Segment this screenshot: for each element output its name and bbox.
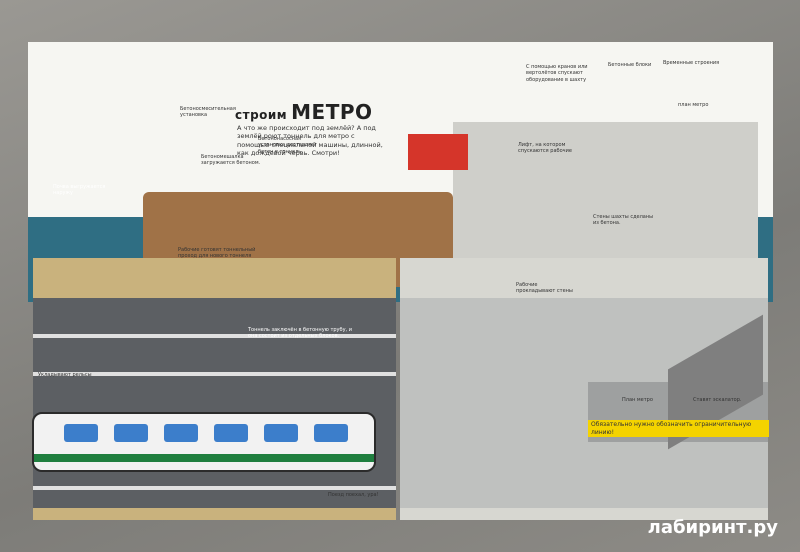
train-window (114, 424, 148, 442)
train-window (64, 424, 98, 442)
rail-bottom (33, 486, 396, 490)
label-concrete-mixer: Бетономешалка загружается бетоном. (201, 154, 261, 167)
label-concrete-plant: Бетоносмесительная установка (180, 106, 236, 119)
train-window (314, 424, 348, 442)
title-prefix: строим (235, 108, 288, 122)
tunnel-left (33, 298, 396, 508)
train-window (264, 424, 298, 442)
label-escalator: Ставят эскалатор. (693, 397, 742, 403)
label-elevator: Лифт, на котором спускаются рабочие (518, 142, 572, 155)
label-concrete-pump: Бетононасосная установка доставляет бето… (258, 136, 318, 155)
train-window (164, 424, 198, 442)
metro-train (32, 412, 376, 472)
labirint-watermark: лабиринт.ру (647, 517, 778, 538)
rail-mid (33, 372, 396, 376)
label-metro-plan: План метро (622, 397, 653, 403)
label-boring-machine: Рабочие готовят тоннельный проход для но… (178, 247, 256, 260)
label-temporary-buildings: Временные строения (663, 60, 720, 66)
title-main: МЕТРО (291, 100, 373, 124)
label-train-launched: Поезд поехал, ура! (328, 492, 379, 498)
label-walls: Стены шахты сделаны из бетона. (593, 214, 654, 227)
label-platform-line: Обязательно нужно обозначить ограничител… (588, 420, 769, 437)
intro-text: А что же происходит под землёй? А под зе… (237, 124, 383, 158)
train-window (214, 424, 248, 442)
label-crane-note: С помощью кранов или вертолётов спускают… (526, 64, 588, 83)
label-rails: Укладывают рельсы (38, 372, 92, 378)
label-concrete-blocks: Бетонные блоки (608, 62, 652, 68)
label-tunnel-lining: Тоннель заключён в бетонную трубу, и она… (248, 327, 352, 340)
train-stripe (34, 454, 374, 462)
label-builders: Рабочие прокладывают стены (516, 282, 573, 295)
label-soil-out: Почва выгружается наружу (53, 184, 106, 197)
rail-top (33, 334, 396, 338)
label-metro-plan-2: план метро (678, 102, 709, 108)
crane-tower (408, 134, 468, 170)
